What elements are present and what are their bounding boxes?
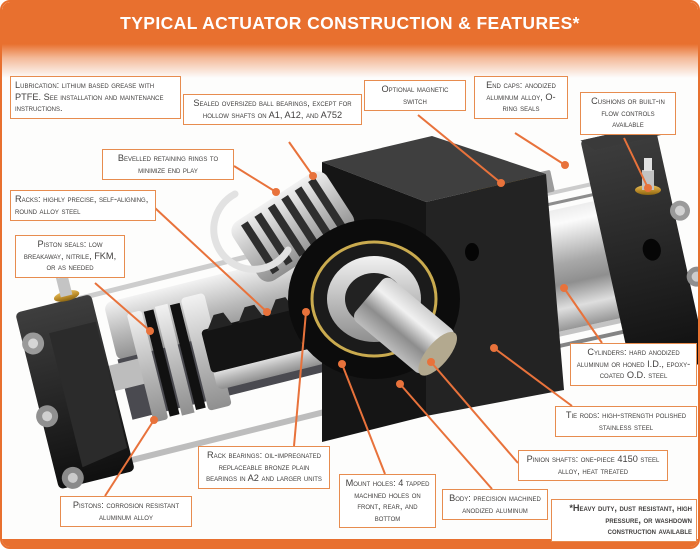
callout-magnetic-switch: Optional magnetic switch [364, 80, 466, 111]
left-assembly [16, 235, 373, 489]
callout-mount-holes-label: Mount holes: 4 tapped machined holes on … [345, 478, 430, 523]
leader-rack-bearings [293, 308, 310, 447]
leader-pistons [104, 416, 158, 497]
callout-retaining-rings: Bevelled retaining rings to minimize end… [102, 149, 234, 180]
leader-magnetic-switch [417, 114, 505, 187]
callout-piston-seals-label: Piston seals: low breakaway, nitrile, FK… [23, 239, 117, 272]
leader-piston-seals [94, 282, 154, 335]
callout-body-label: Body: precision machined anodized alumin… [449, 493, 541, 515]
tie-rod-nut-icon [691, 271, 698, 282]
mount-hole-icon [465, 243, 479, 261]
callout-retaining-rings-label: Bevelled retaining rings to minimize end… [117, 153, 219, 175]
leader-sealed-bearings [288, 141, 317, 180]
callout-sealed-bearings-label: Sealed oversized ball bearings, except f… [193, 98, 352, 120]
callout-pinion-shafts-label: Pinion shafts: one-piece 4150 steel allo… [526, 454, 660, 476]
piston-seal-icon [169, 302, 206, 411]
callout-footnote-label: *Heavy duty, dust resistant, high pressu… [569, 503, 692, 536]
callout-tie-rods-label: Tie rods: high-strength polished stainle… [565, 410, 687, 432]
piston-seal-icon [143, 309, 180, 417]
callout-piston-seals: Piston seals: low breakaway, nitrile, FK… [15, 235, 125, 278]
page-title: TYPICAL ACTUATOR CONSTRUCTION & FEATURES… [120, 13, 580, 33]
callout-cylinders: Cylinders: hard anodized aluminum or hon… [570, 343, 697, 386]
callout-rack-bearings: Rack bearings: oil-impregnated replaceab… [198, 446, 330, 489]
callout-cushions-label: Cushions or built-in flow controls avail… [591, 96, 665, 129]
title-banner: TYPICAL ACTUATOR CONSTRUCTION & FEATURES… [2, 2, 698, 78]
tie-rod-icon [123, 397, 373, 465]
leader-pinion-shafts [427, 358, 519, 464]
left-end-cap-icon [16, 295, 134, 489]
callout-end-caps-label: End caps: anodized aluminum alloy, O-rin… [486, 80, 556, 113]
callout-magnetic-switch-label: Optional magnetic switch [381, 84, 449, 106]
leader-body [396, 380, 493, 490]
callout-pistons: Pistons: corrosion resistant aluminum al… [60, 496, 192, 527]
callout-rack-bearings-label: Rack bearings: oil-impregnated replaceab… [206, 450, 322, 483]
leader-retaining-rings [233, 165, 280, 196]
callout-sealed-bearings: Sealed oversized ball bearings, except f… [183, 94, 362, 125]
leader-cushions [623, 137, 652, 192]
callout-mount-holes: Mount holes: 4 tapped machined holes on … [339, 474, 436, 528]
callout-footnote: *Heavy duty, dust resistant, high pressu… [551, 499, 697, 542]
leader-racks [154, 207, 271, 316]
callout-racks: Racks: highly precise, self-aligning, ro… [10, 190, 156, 221]
bottom-accent-bar [2, 539, 698, 547]
leader-lines [94, 114, 652, 497]
callout-cylinders-label: Cylinders: hard anodized aluminum or hon… [576, 347, 691, 380]
callout-racks-label: Racks: highly precise, self-aligning, ro… [15, 194, 149, 216]
leader-tie-rods [490, 344, 573, 407]
leader-end-caps [514, 132, 569, 169]
leader-cylinders [560, 284, 603, 344]
callout-pinion-shafts: Pinion shafts: one-piece 4150 steel allo… [518, 450, 668, 481]
callout-end-caps: End caps: anodized aluminum alloy, O-rin… [474, 76, 568, 119]
callout-body: Body: precision machined anodized alumin… [442, 489, 548, 520]
callout-lubrication: Lubrication: lithium based grease with P… [10, 76, 181, 119]
leader-mount-holes [338, 360, 386, 475]
callout-lubrication-label: Lubrication: lithium based grease with P… [15, 80, 164, 113]
tie-rod-nut-icon [674, 205, 685, 216]
callout-cushions: Cushions or built-in flow controls avail… [580, 92, 676, 135]
callout-pistons-label: Pistons: corrosion resistant aluminum al… [72, 500, 180, 522]
retaining-ring-icon [210, 190, 292, 273]
mount-hole-icon [642, 238, 661, 261]
callout-tie-rods: Tie rods: high-strength polished stainle… [555, 406, 697, 437]
